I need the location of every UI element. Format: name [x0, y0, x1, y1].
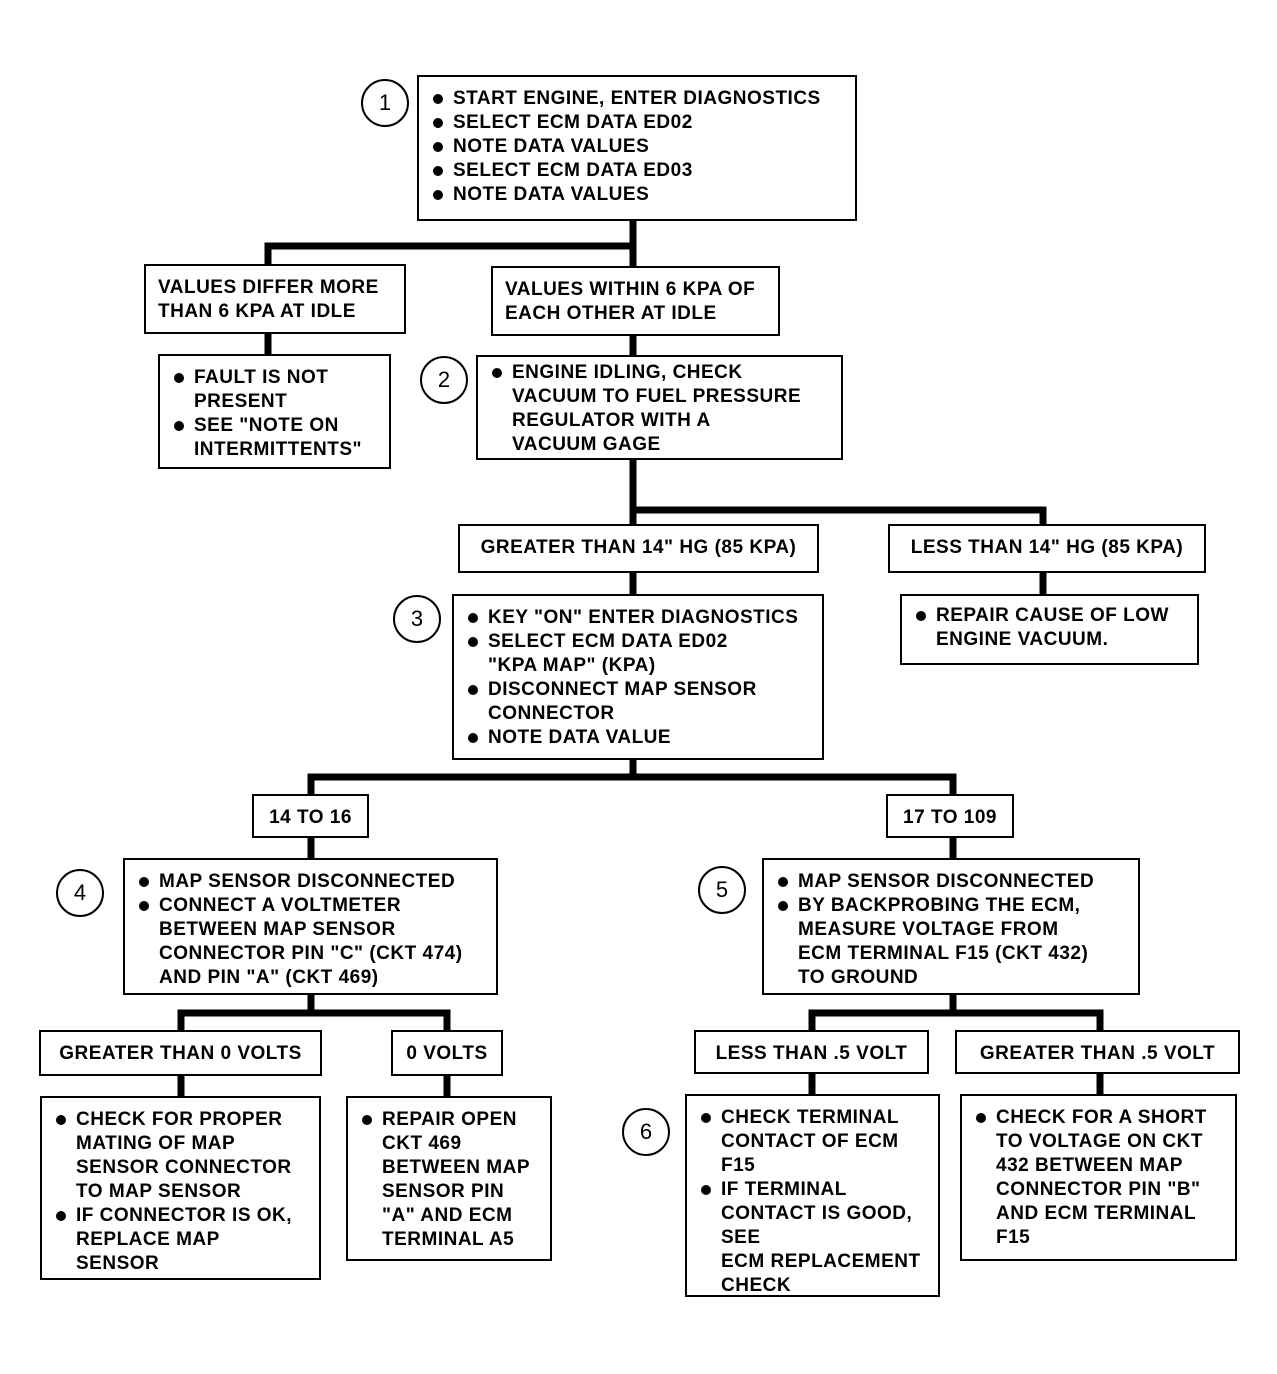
bullet-item: FAULT IS NOT PRESENT [170, 366, 381, 414]
bullet-item: NOTE DATA VALUE [464, 726, 814, 750]
bullet-item: SELECT ECM DATA ED03 [429, 159, 847, 183]
connector-box2-split [629, 456, 1047, 528]
box-check-vacuum: ENGINE IDLING, CHECK VACUUM TO FUEL PRES… [476, 355, 843, 460]
box-check-proper-mating: CHECK FOR PROPER MATING OF MAP SENSOR CO… [40, 1096, 321, 1280]
bullet-item: CHECK FOR PROPER MATING OF MAP SENSOR CO… [52, 1108, 311, 1204]
box-start-engine: START ENGINE, ENTER DIAGNOSTICS SELECT E… [417, 75, 857, 221]
box-values-within: VALUES WITHIN 6 KPA OF EACH OTHER AT IDL… [491, 266, 780, 336]
bullet-item: DISCONNECT MAP SENSOR CONNECTOR [464, 678, 814, 726]
box-values-differ: VALUES DIFFER MORE THAN 6 KPA AT IDLE [144, 264, 406, 334]
bullet-item: SELECT ECM DATA ED02 [429, 111, 847, 135]
step-2-marker: 2 [420, 356, 468, 404]
box-greater-than-5-volt: GREATER THAN .5 VOLT [955, 1030, 1240, 1074]
bullet-item: NOTE DATA VALUES [429, 183, 847, 207]
box-repair-low-vacuum: REPAIR CAUSE OF LOW ENGINE VACUUM. [900, 594, 1199, 665]
step-3-marker: 3 [393, 595, 441, 643]
box-range-14-to-16: 14 TO 16 [252, 794, 369, 838]
step-4-marker: 4 [56, 869, 104, 917]
connector-box3-split [307, 756, 957, 798]
bullet-item: START ENGINE, ENTER DIAGNOSTICS [429, 87, 847, 111]
box-0-volts: 0 VOLTS [391, 1030, 503, 1076]
box-range-17-to-109: 17 TO 109 [886, 794, 1014, 838]
box-check-short-to-voltage: CHECK FOR A SHORT TO VOLTAGE ON CKT 432 … [960, 1094, 1237, 1261]
bullet-item: IF TERMINAL CONTACT IS GOOD, SEE ECM REP… [697, 1178, 930, 1298]
bullet-item: KEY "ON" ENTER DIAGNOSTICS [464, 606, 814, 630]
box-less-than-5-volt: LESS THAN .5 VOLT [694, 1030, 929, 1074]
box-connect-voltmeter: MAP SENSOR DISCONNECTED CONNECT A VOLTME… [123, 858, 498, 995]
box-less-than-14hg: LESS THAN 14" Hg (85 KPA) [888, 524, 1206, 573]
connector-box5-split [808, 991, 1104, 1034]
box-fault-not-present: FAULT IS NOT PRESENT SEE "NOTE ON INTERM… [158, 354, 391, 469]
bullet-item: CHECK TERMINAL CONTACT OF ECM F15 [697, 1106, 930, 1178]
bullet-item: REPAIR CAUSE OF LOW ENGINE VACUUM. [912, 604, 1189, 652]
box-check-terminal-contact: CHECK TERMINAL CONTACT OF ECM F15 IF TER… [685, 1094, 940, 1297]
step-5-marker: 5 [698, 866, 746, 914]
step-6-marker: 6 [622, 1108, 670, 1156]
bullet-item: IF CONNECTOR IS OK, REPLACE MAP SENSOR [52, 1204, 311, 1276]
bullet-item: REPAIR OPEN CKT 469 BETWEEN MAP SENSOR P… [358, 1108, 542, 1252]
bullet-item: BY BACKPROBING THE ECM, MEASURE VOLTAGE … [774, 894, 1130, 990]
bullet-item: ENGINE IDLING, CHECK VACUUM TO FUEL PRES… [488, 361, 833, 457]
bullet-item: NOTE DATA VALUES [429, 135, 847, 159]
bullet-item: SEE "NOTE ON INTERMITTENTS" [170, 414, 381, 462]
bullet-item: CONNECT A VOLTMETER BETWEEN MAP SENSOR C… [135, 894, 488, 990]
bullet-item: SELECT ECM DATA ED02 "KPA MAP" (KPA) [464, 630, 814, 678]
box-key-on-diagnostics: KEY "ON" ENTER DIAGNOSTICS SELECT ECM DA… [452, 594, 824, 760]
bullet-item: MAP SENSOR DISCONNECTED [135, 870, 488, 894]
box-greater-than-0-volts: GREATER THAN 0 VOLTS [39, 1030, 322, 1076]
box-repair-open-ckt-469: REPAIR OPEN CKT 469 BETWEEN MAP SENSOR P… [346, 1096, 552, 1261]
box-measure-voltage: MAP SENSOR DISCONNECTED BY BACKPROBING T… [762, 858, 1140, 995]
connector-box1-split [264, 216, 637, 268]
box-greater-than-14hg: GREATER THAN 14" Hg (85 KPA) [458, 524, 819, 573]
connector-box4-split [177, 991, 451, 1034]
bullet-item: CHECK FOR A SHORT TO VOLTAGE ON CKT 432 … [972, 1106, 1227, 1250]
step-1-marker: 1 [361, 79, 409, 127]
bullet-item: MAP SENSOR DISCONNECTED [774, 870, 1130, 894]
